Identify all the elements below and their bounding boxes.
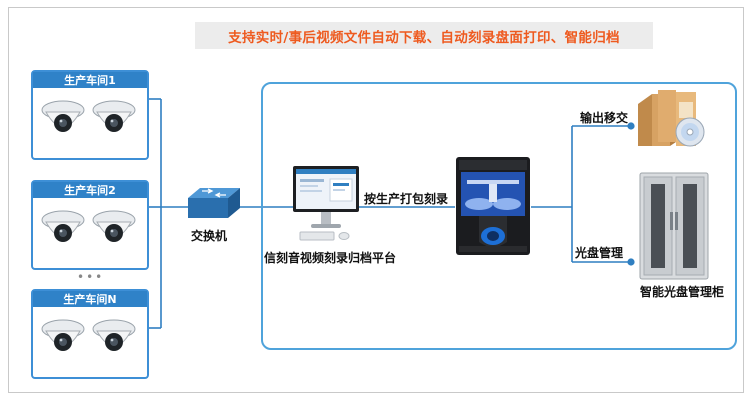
dome-camera-icon (92, 319, 136, 351)
output-label: 输出移交 (580, 111, 629, 125)
workshop-title: 生产车间2 (33, 182, 147, 198)
workshop-title: 生产车间1 (33, 72, 147, 88)
computer-monitor-icon (293, 166, 359, 241)
feature-banner: 支持实时/事后视频文件自动下载、自动刻录盘面打印、智能归档 (195, 22, 653, 49)
workshop-title: 生产车间N (33, 291, 147, 307)
disc-cabinet-icon (639, 172, 709, 280)
workshop-2: 生产车间2 (31, 180, 149, 270)
dome-camera-icon (41, 319, 85, 351)
network-switch-icon (188, 188, 240, 218)
burn-label: 按生产打包刻录 (364, 192, 449, 206)
workshop-1: 生产车间1 (31, 70, 149, 160)
disc-publisher-icon (456, 157, 530, 255)
workshop-n: 生产车间N (31, 289, 149, 379)
cabinet-label: 智能光盘管理柜 (640, 285, 725, 299)
disc-management-label: 光盘管理 (575, 246, 624, 260)
archive-boxes-icon (638, 90, 705, 147)
archive-system-panel (261, 82, 737, 350)
dome-camera-icon (41, 210, 85, 242)
dome-camera-icon (92, 210, 136, 242)
dome-camera-icon (41, 100, 85, 132)
switch-label: 交换机 (191, 229, 228, 243)
dome-camera-icon (92, 100, 136, 132)
platform-label: 信刻音视频刻录归档平台 (264, 251, 397, 265)
more-workshops-ellipsis: ••• (77, 270, 105, 284)
